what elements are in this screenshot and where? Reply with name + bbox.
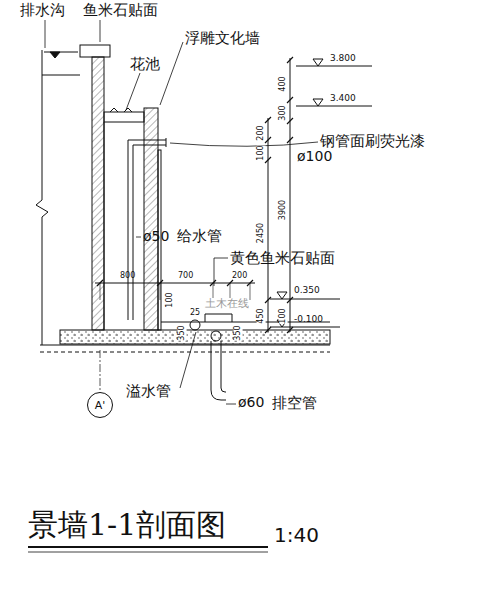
part-label: 排水沟 <box>20 2 65 19</box>
dimension-label: 450 <box>257 308 266 323</box>
part-label: 花池 <box>130 56 160 73</box>
part-label: 给水管 <box>177 228 222 245</box>
dimension-label: 200 <box>257 125 266 140</box>
axis-label: A' <box>95 399 106 412</box>
material-label: 鱼米石贴面 <box>83 2 158 19</box>
dimension-label: 3900 <box>279 200 288 220</box>
dimension-label: 200 <box>232 272 247 281</box>
dimension-label: 350 <box>178 325 187 340</box>
watermark: 土木在线 <box>205 298 249 310</box>
part-label: 浮雕文化墙 <box>185 30 260 47</box>
part-label: 溢水管 <box>126 383 171 400</box>
pipe-size: ø50 <box>143 229 169 244</box>
part-label: 排空管 <box>272 395 317 412</box>
dimension-label: 400 <box>279 76 288 91</box>
scale-label: 1:40 <box>274 524 319 546</box>
drawing-title: 景墙1-1剖面图 <box>28 505 226 546</box>
dimension-label: 700 <box>178 272 193 281</box>
dimension-label: 800 <box>120 272 135 281</box>
note-label: 钢管面刷荧光漆 <box>320 133 425 150</box>
dimension-label: 25 <box>190 309 200 318</box>
elevation-label: 3.400 <box>330 94 356 104</box>
dimension-label: 100 <box>166 292 175 307</box>
pipe-size: ø60 <box>238 395 264 410</box>
dimension-label: 350 <box>234 325 243 340</box>
pipe-size: ø100 <box>297 149 332 164</box>
dimension-label: 100 <box>257 145 266 160</box>
elevation-label: 3.800 <box>330 54 356 64</box>
elevation-label: -0.100 <box>294 315 323 325</box>
material-label: 黄色鱼米石贴面 <box>230 250 335 267</box>
dimension-label: 2450 <box>257 223 266 243</box>
axis-circle: A' <box>87 392 113 418</box>
dimension-label: 300 <box>279 105 288 120</box>
elevation-label: 0.350 <box>294 286 320 296</box>
dimension-label: 100 <box>279 308 288 323</box>
